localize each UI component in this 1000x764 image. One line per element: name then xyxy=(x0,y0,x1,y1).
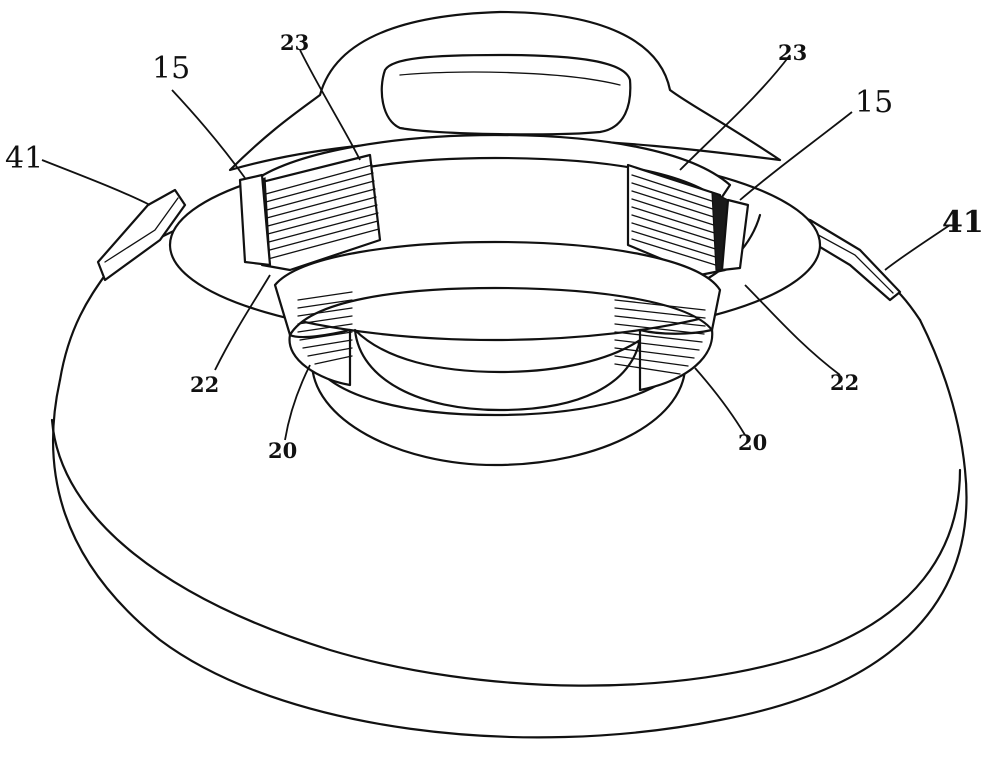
label-20-left: 20 xyxy=(268,438,297,463)
label-22-right: 22 xyxy=(830,370,859,395)
label-23-left: 23 xyxy=(280,30,309,55)
label-15-right: 15 xyxy=(855,85,893,120)
label-41-left: 41 xyxy=(5,141,43,176)
label-41-right: 41 xyxy=(942,205,984,240)
label-22-left: 22 xyxy=(190,372,219,397)
label-23-right: 23 xyxy=(778,40,807,65)
label-15-left: 15 xyxy=(152,51,190,86)
label-20-right: 20 xyxy=(738,430,767,455)
